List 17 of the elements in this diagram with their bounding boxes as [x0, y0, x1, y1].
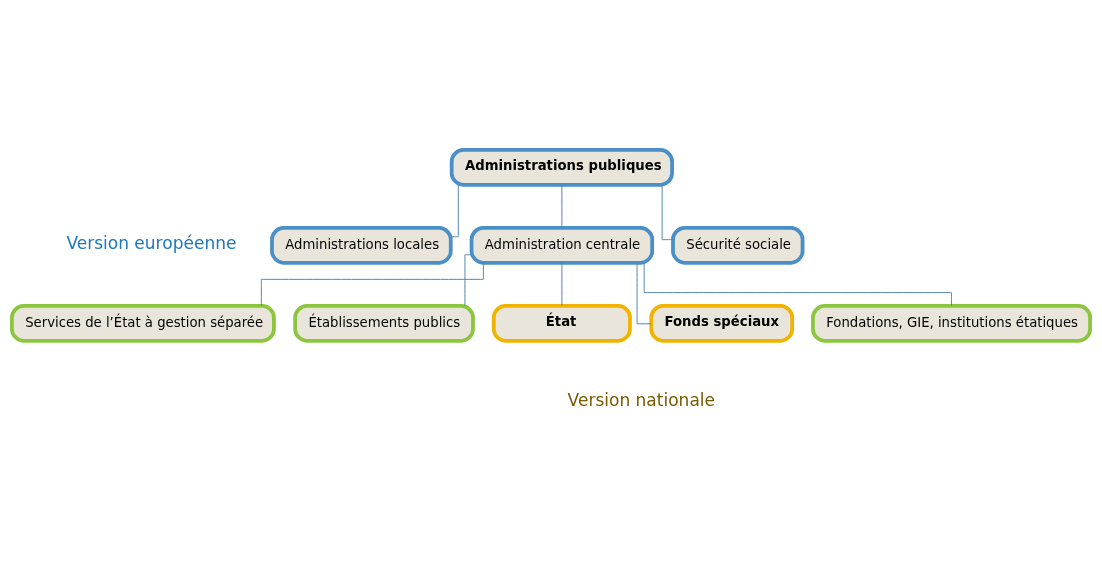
- node-box: Administrations locales: [270, 225, 453, 265]
- label: Version nationale: [567, 389, 716, 410]
- connector: [561, 184, 563, 229]
- node-box: Fondations, GIE, institutions étatiques: [811, 303, 1092, 343]
- node-box: État: [491, 303, 632, 343]
- node-box: Fonds spéciaux: [649, 303, 795, 343]
- node-box: Établissements publics: [293, 303, 475, 343]
- connector: [464, 254, 472, 307]
- node-box: Administration centrale: [469, 225, 655, 265]
- node-box: Services de l’État à gestion séparée: [10, 303, 276, 343]
- node-box: Administrations publiques: [449, 147, 674, 187]
- connector: [260, 262, 484, 307]
- connector: [450, 184, 459, 238]
- connector: [661, 184, 674, 241]
- label: Version européenne: [66, 233, 237, 254]
- connector: [561, 262, 563, 307]
- node-box: Sécurité sociale: [671, 225, 805, 265]
